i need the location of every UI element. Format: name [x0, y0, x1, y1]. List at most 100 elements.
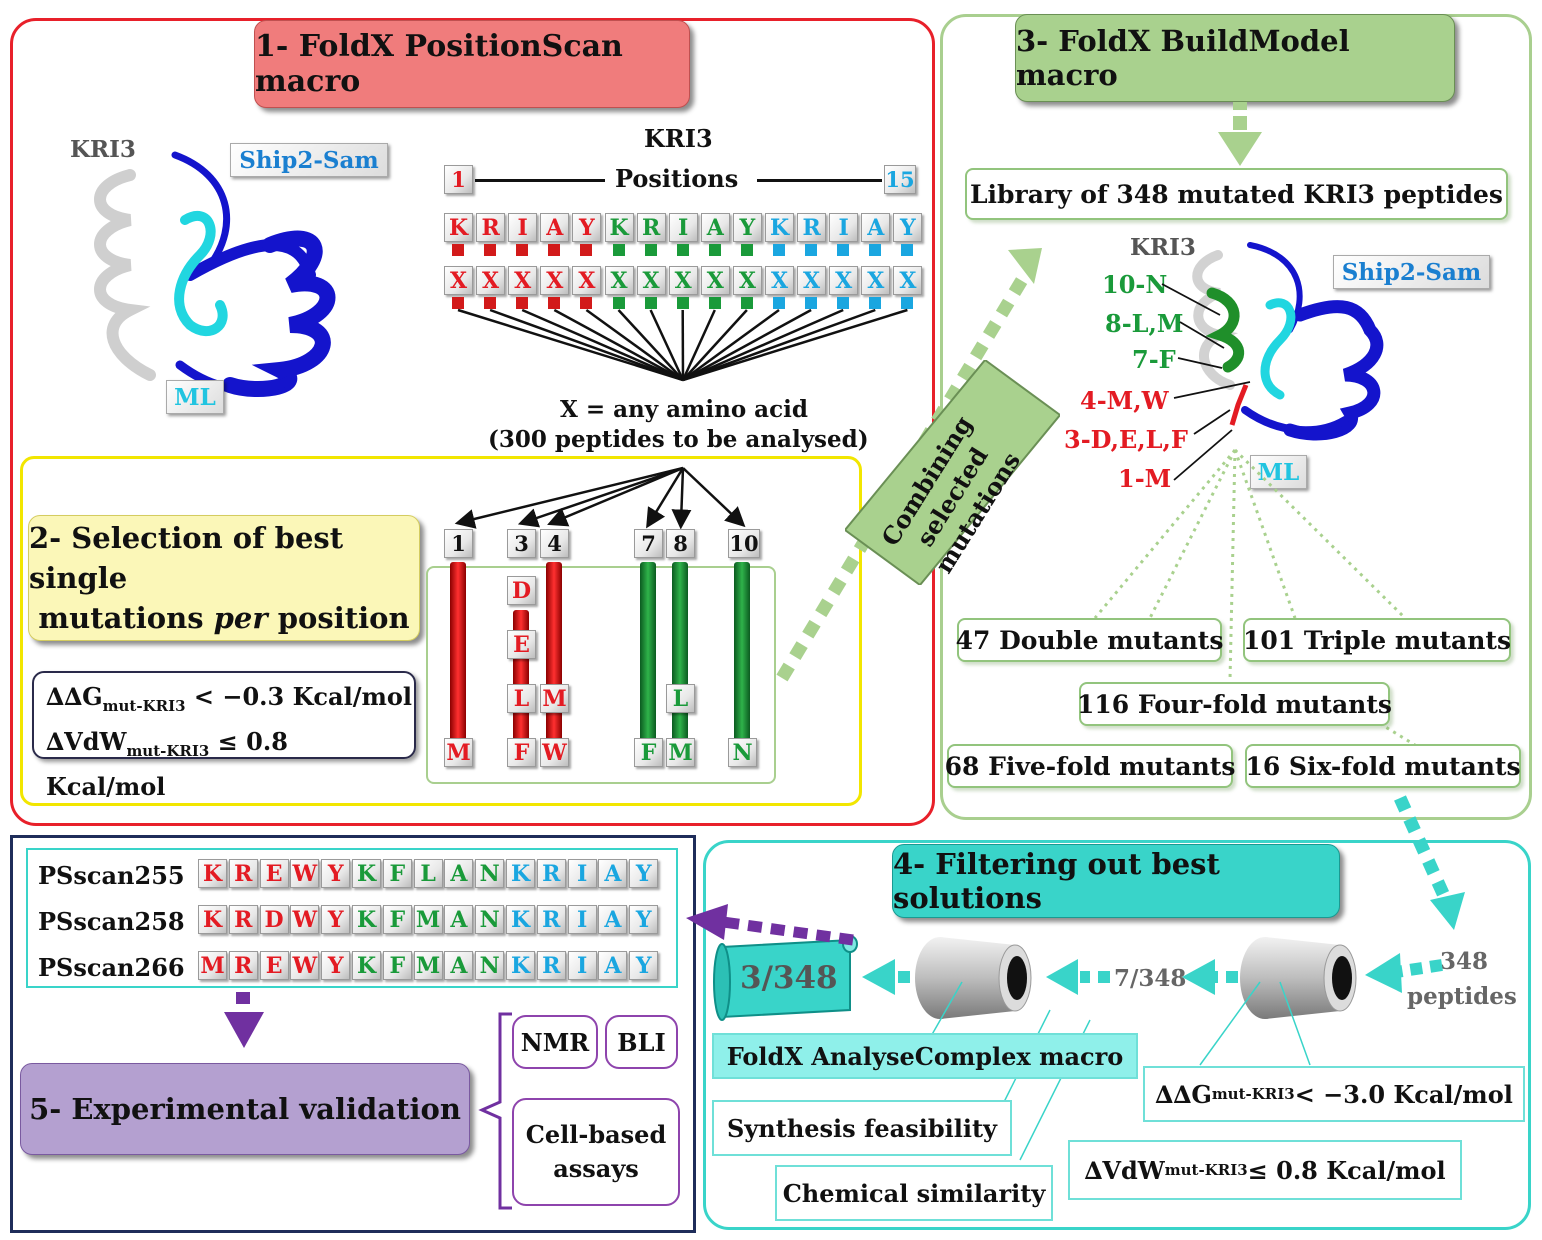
- mutation-bar: [734, 562, 750, 745]
- x-connector: [612, 297, 625, 309]
- peptide-residue: F: [382, 859, 412, 888]
- panel-2-criteria: ∆∆Gmut-KRI3 < −0.3 Kcal/mol ∆VdWmut-KRI3…: [32, 671, 416, 801]
- panel-2-title-line2: mutations per position: [38, 601, 410, 635]
- peptide-residue: W: [290, 905, 320, 934]
- x-note-1: X = any amino acid: [560, 396, 808, 423]
- peptide-residue: R: [536, 951, 566, 980]
- x-connector: [837, 297, 850, 309]
- converging-line: [553, 308, 684, 382]
- converging-line: [457, 308, 684, 382]
- peptide-residue: A: [598, 951, 628, 980]
- positions-label: Positions: [615, 164, 739, 193]
- synthesis-box: Synthesis feasibility: [712, 1100, 1012, 1156]
- mutation-label: 1-M: [1118, 464, 1172, 493]
- panel-1-title: 1- FoldX PositionScan macro: [254, 20, 690, 108]
- position-header: 7: [634, 529, 663, 558]
- peptide-residue: Y: [629, 859, 659, 888]
- x-cell: X: [604, 266, 634, 295]
- peptide-residue: W: [290, 859, 320, 888]
- peptide-residue: K: [198, 859, 227, 888]
- x-connector: [516, 297, 529, 309]
- mutation-cell: M: [444, 738, 473, 767]
- six-fold-mutants-box: 16 Six-fold mutants: [1245, 744, 1521, 788]
- seq-cell: K: [444, 213, 473, 242]
- ship2sam-label-2: Ship2-Sam: [1333, 255, 1490, 289]
- peptide-residue: N: [475, 905, 505, 934]
- panel-2-title-line1: 2- Selection of best single: [29, 521, 344, 595]
- seq-cell: Y: [732, 213, 762, 242]
- peptide-residue: K: [352, 859, 381, 888]
- seq-connector: [740, 244, 753, 256]
- peptide-residue: E: [259, 951, 289, 980]
- peptide-residue: A: [444, 905, 474, 934]
- peptide-residue: Y: [321, 859, 351, 888]
- kri3-helix: [94, 169, 156, 381]
- peptide-residue: W: [290, 951, 320, 980]
- cell-based-assays-box: Cell-based assays: [512, 1098, 680, 1206]
- peptide-residue: Y: [629, 951, 659, 980]
- seq-cell: I: [508, 213, 538, 242]
- peptide-residue: K: [198, 905, 227, 934]
- x-connector: [740, 297, 753, 309]
- x-connector: [452, 297, 464, 309]
- diverging-arrows: [454, 466, 746, 530]
- x-cell: X: [540, 266, 570, 295]
- x-cell: X: [797, 266, 827, 295]
- five-fold-mutants-box: 68 Five-fold mutants: [945, 744, 1235, 788]
- converging-line: [682, 308, 908, 382]
- peptide-residue: Y: [321, 905, 351, 934]
- nmr-box: NMR: [512, 1015, 598, 1069]
- mutation-bar: [450, 562, 466, 745]
- results-box: [26, 848, 678, 988]
- ship2sam-chain: [171, 151, 336, 398]
- peptide-residue: M: [198, 951, 227, 980]
- library-box: Library of 348 mutated KRI3 peptides: [965, 168, 1508, 220]
- scroll-shape: [713, 935, 858, 1021]
- panel-3-down-arrow: [1218, 102, 1262, 166]
- seq-cell: A: [700, 213, 730, 242]
- peptide-residue: M: [413, 905, 443, 934]
- peptide-residue: K: [352, 951, 381, 980]
- x-cell: X: [476, 266, 506, 295]
- peptide-residue: Y: [321, 951, 351, 980]
- mutation-cell: M: [666, 738, 695, 767]
- chemical-box: Chemical similarity: [775, 1165, 1053, 1221]
- converging-line: [489, 308, 684, 382]
- ship2sam-label-1: Ship2-Sam: [230, 143, 388, 177]
- position-header: 4: [540, 529, 569, 558]
- seq-cell: A: [861, 213, 891, 242]
- converging-line: [585, 308, 684, 382]
- four-fold-mutants-box: 116 Four-fold mutants: [1077, 682, 1392, 726]
- position-header: 8: [666, 529, 695, 558]
- seq-connector: [516, 244, 529, 256]
- peptide-name: PSscan266: [38, 953, 185, 982]
- x-connector: [484, 297, 497, 309]
- converging-lines: [457, 308, 908, 382]
- x-cell: X: [893, 266, 923, 295]
- peptide-residue: R: [536, 905, 566, 934]
- panel-3-title: 3- FoldX BuildModel macro: [1015, 14, 1455, 102]
- bli-box: BLI: [605, 1015, 678, 1069]
- criterion-dvdw: ∆VdWmut-KRI3 ≤ 0.8 Kcal/mol: [46, 726, 288, 801]
- seq-cell: R: [636, 213, 666, 242]
- x-connector: [901, 297, 914, 309]
- peptide-name: PSscan255: [38, 861, 185, 890]
- seq-cell: K: [604, 213, 634, 242]
- mutation-cell: F: [507, 738, 536, 767]
- peptide-residue: R: [228, 905, 258, 934]
- x-cell: X: [861, 266, 891, 295]
- seq-connector: [869, 244, 882, 256]
- peptide-residue: K: [506, 859, 535, 888]
- seq-connector: [548, 244, 561, 256]
- seq-cell: Y: [893, 213, 923, 242]
- seq-connector: [901, 244, 914, 256]
- seq-connector: [676, 244, 689, 256]
- mutation-cell: L: [666, 684, 695, 713]
- mutation-cell: W: [540, 738, 569, 767]
- position-header: 10: [728, 529, 760, 558]
- position-end: 15: [884, 165, 916, 194]
- x-cell: X: [765, 266, 794, 295]
- x-connector: [676, 297, 689, 309]
- peptide-residue: R: [228, 859, 258, 888]
